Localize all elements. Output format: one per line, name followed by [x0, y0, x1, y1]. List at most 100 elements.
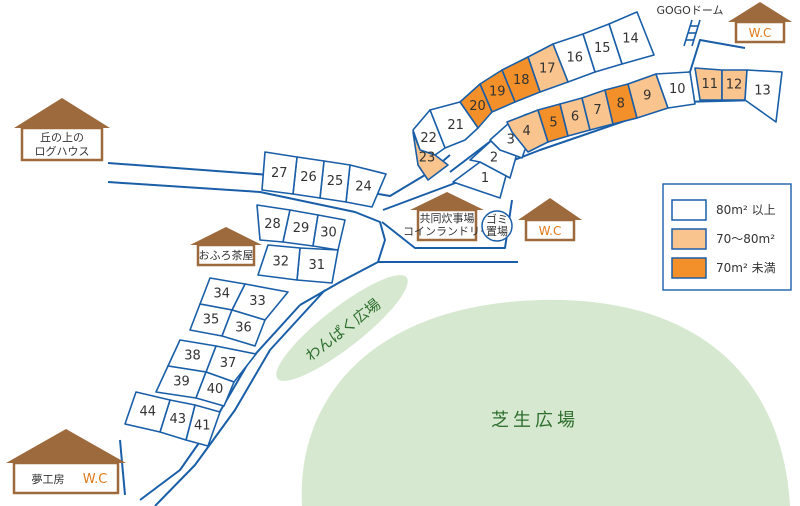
- plot-number-1: 1: [481, 171, 489, 186]
- gogo-dome-ladder-icon: [683, 19, 701, 47]
- plot-15[interactable]: 15: [582, 23, 623, 73]
- kitchen-house-label-0: 共同炊事場: [420, 212, 475, 225]
- plot-38[interactable]: 38: [167, 339, 217, 373]
- plot-shape-27[interactable]: [261, 151, 298, 195]
- plot-number-29: 29: [293, 221, 310, 236]
- plot-31[interactable]: 31: [296, 247, 339, 284]
- plot-shape-4[interactable]: [506, 109, 549, 153]
- plot-14[interactable]: 14: [608, 11, 655, 65]
- plot-number-16: 16: [567, 51, 584, 66]
- plot-number-21: 21: [447, 118, 464, 133]
- plot-26[interactable]: 26: [292, 156, 325, 199]
- log-house-roof: [14, 98, 110, 128]
- plot-number-31: 31: [309, 258, 326, 273]
- plot-number-39: 39: [173, 375, 190, 390]
- plot-number-44: 44: [140, 405, 157, 420]
- plot-number-23: 23: [419, 150, 436, 165]
- wanpaku-area[interactable]: [265, 262, 419, 394]
- plot-shape-36[interactable]: [221, 309, 266, 347]
- plot-40[interactable]: 40: [195, 371, 235, 407]
- wc-top-roof: [728, 2, 792, 22]
- plot-number-3: 3: [507, 133, 515, 148]
- plot-30[interactable]: 30: [312, 214, 346, 251]
- plot-number-15: 15: [594, 41, 611, 56]
- wc-east-label-0: W.C: [539, 224, 562, 238]
- plot-number-28: 28: [264, 217, 281, 232]
- road-east-lower: [382, 99, 761, 211]
- plot-number-4: 4: [522, 124, 530, 139]
- wc-top[interactable]: W.C: [728, 2, 792, 44]
- road-lower-left: [119, 439, 126, 496]
- plot-number-38: 38: [184, 349, 201, 364]
- wc-top-label-0: W.C: [749, 26, 772, 40]
- plot-27[interactable]: 27: [261, 151, 298, 195]
- plot-21[interactable]: 21: [429, 101, 479, 149]
- legend-label-large: 80m² 以上: [716, 203, 776, 217]
- plot-number-10: 10: [669, 82, 686, 97]
- plot-11[interactable]: 11: [694, 67, 723, 101]
- plot-number-8: 8: [617, 97, 625, 112]
- log-house-label-1: ログハウス: [35, 144, 90, 158]
- plot-number-33: 33: [249, 294, 266, 309]
- legend-swatch-large: [671, 199, 707, 221]
- plot-shape-40[interactable]: [195, 371, 235, 407]
- plot-22[interactable]: 22: [412, 109, 446, 156]
- plot-44[interactable]: 44: [124, 391, 171, 433]
- plot-number-17: 17: [539, 61, 556, 76]
- plot-number-12: 12: [726, 78, 743, 93]
- plot-4[interactable]: 4: [506, 109, 549, 153]
- plot-number-25: 25: [327, 174, 344, 189]
- kitchen-house-body: [416, 208, 478, 242]
- plot-number-18: 18: [513, 73, 530, 88]
- plot-number-40: 40: [207, 382, 224, 397]
- wc-top-body: [734, 20, 786, 44]
- plot-12[interactable]: 12: [721, 69, 748, 101]
- plot-17[interactable]: 17: [527, 43, 569, 93]
- plot-28[interactable]: 28: [256, 204, 291, 243]
- plot-number-20: 20: [469, 99, 486, 114]
- plot-shape-13[interactable]: [744, 69, 783, 123]
- ofuro-house-label-0: おふろ茶屋: [199, 249, 254, 262]
- road-west-lower: [107, 181, 386, 306]
- plot-number-26: 26: [300, 170, 317, 185]
- legend-label-small: 70m² 未満: [716, 261, 776, 275]
- log-house-body: [20, 126, 104, 162]
- ofuro-house[interactable]: おふろ茶屋: [190, 227, 262, 267]
- plot-24[interactable]: 24: [345, 164, 387, 208]
- kitchen-house-roof: [410, 192, 484, 210]
- garbage-station-label-0: ゴミ: [486, 212, 508, 226]
- plot-32[interactable]: 32: [257, 244, 301, 281]
- plot-13[interactable]: 13: [744, 69, 783, 123]
- lawn-area[interactable]: [301, 299, 790, 506]
- plot-shape-32[interactable]: [257, 244, 301, 281]
- plot-number-11: 11: [702, 77, 719, 92]
- plot-shape-10[interactable]: [655, 71, 696, 109]
- plot-23[interactable]: 23: [412, 131, 449, 181]
- ofuro-house-body: [196, 243, 256, 267]
- yume-kobo-label-1: W.C: [83, 472, 108, 487]
- plot-shape-23[interactable]: [412, 131, 449, 181]
- plot-number-22: 22: [420, 131, 437, 146]
- plot-shape-44[interactable]: [124, 391, 171, 433]
- plot-29[interactable]: 29: [282, 209, 319, 247]
- plot-number-19: 19: [489, 85, 506, 100]
- plot-number-41: 41: [194, 418, 211, 433]
- plot-10[interactable]: 10: [655, 71, 696, 109]
- plot-number-2: 2: [490, 151, 498, 166]
- wc-east[interactable]: W.C: [518, 198, 582, 242]
- legend-swatch-small: [671, 257, 707, 279]
- plot-number-34: 34: [214, 287, 231, 302]
- plot-number-9: 9: [643, 89, 651, 104]
- plot-25[interactable]: 25: [319, 160, 351, 203]
- log-house-label-0: 丘の上の: [40, 131, 84, 144]
- plot-number-32: 32: [273, 255, 290, 270]
- wc-east-roof: [518, 198, 582, 220]
- plot-36[interactable]: 36: [221, 309, 266, 347]
